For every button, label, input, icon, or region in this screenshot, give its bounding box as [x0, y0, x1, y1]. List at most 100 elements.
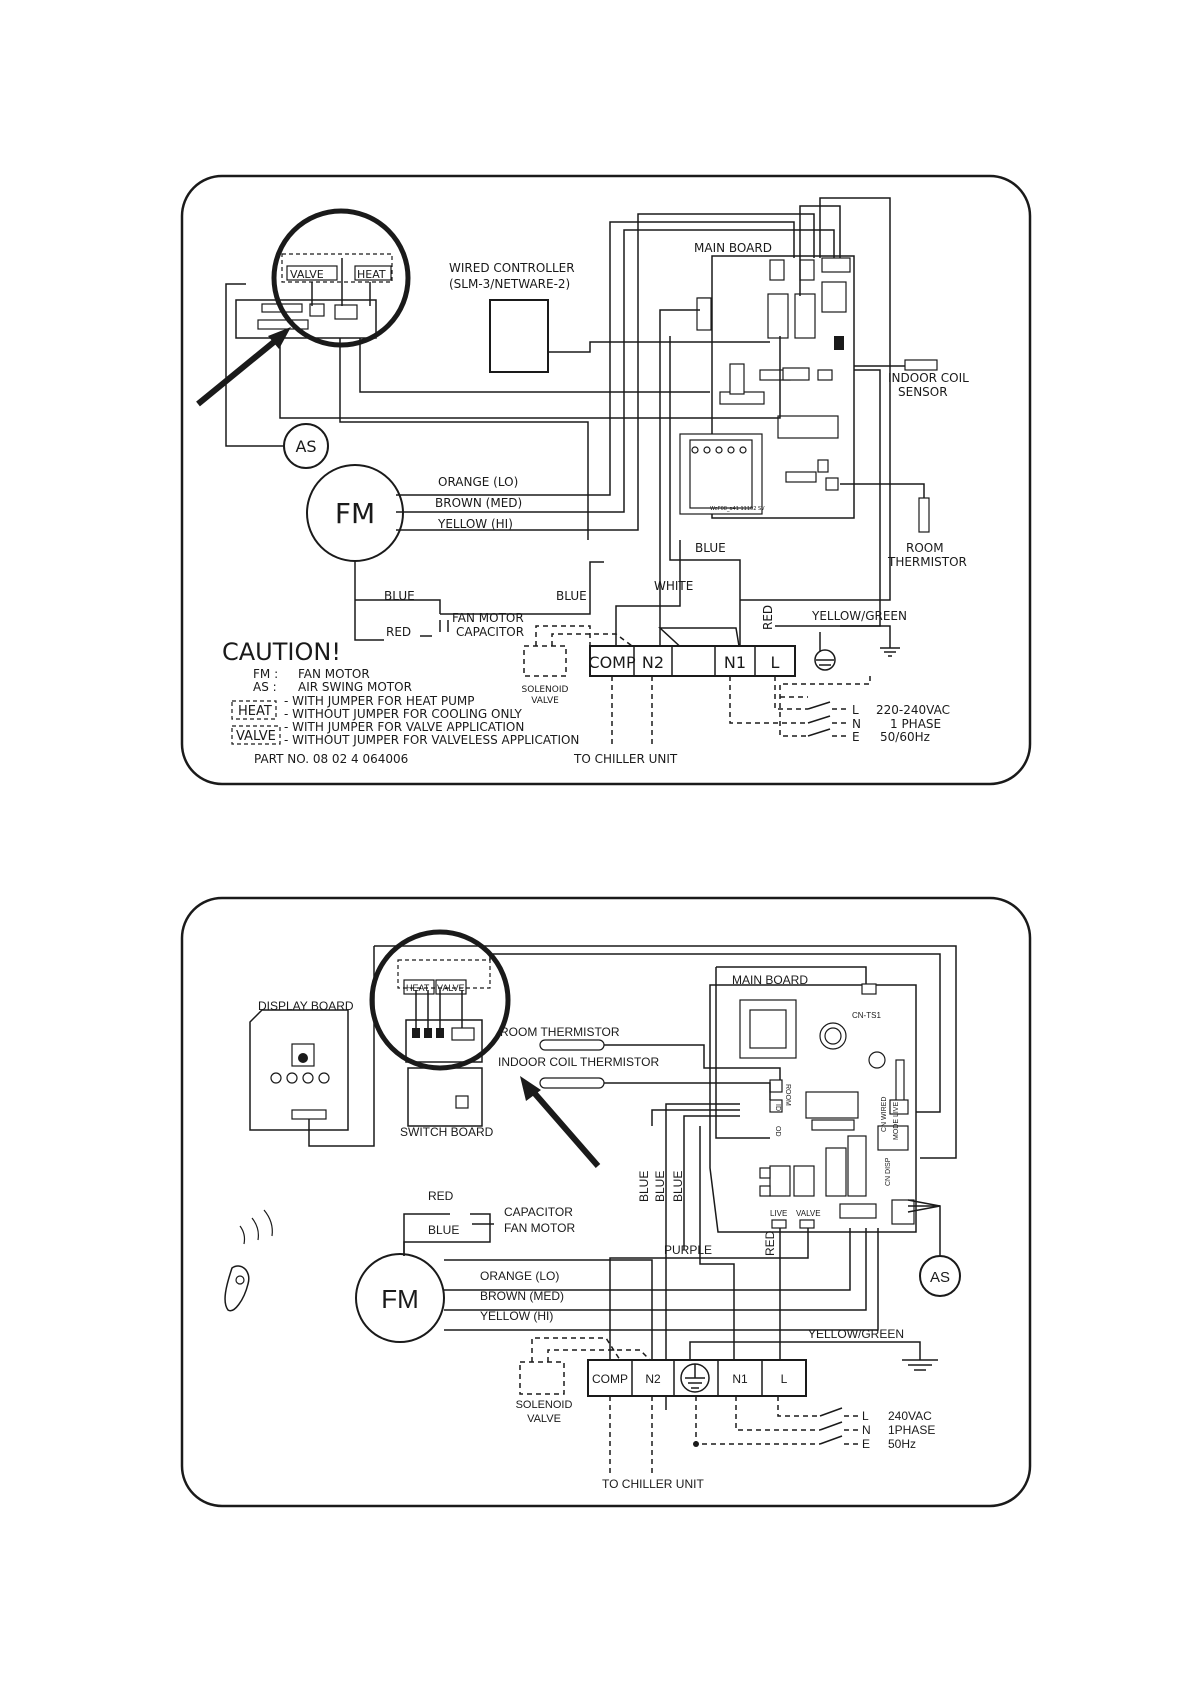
valve-jumper-label-2: VALVE: [437, 983, 465, 993]
display-board-label: DISPLAY BOARD: [258, 999, 354, 1013]
fm-label-1: FM: [335, 497, 375, 530]
indoor-coil-sensor-label: INDOOR COIL: [888, 371, 969, 385]
terminal-comp-2: COMP: [592, 1372, 628, 1386]
wire-red-1: RED: [386, 625, 411, 639]
room-thermistor-label-2: ROOM THERMISTOR: [500, 1025, 620, 1039]
board-live-label: LIVE: [770, 1209, 787, 1218]
caution-heading: CAUTION!: [222, 638, 341, 666]
to-chiller-label-2: TO CHILLER UNIT: [602, 1477, 704, 1491]
power-e-2: E: [862, 1437, 870, 1451]
wired-controller-model: (SLM-3/NETWARE-2): [449, 277, 570, 291]
diagram-1: WeF08_a41 11102 SV: [180, 174, 1032, 786]
power-e-1: E: [852, 730, 860, 744]
wire-yellow-2: YELLOW (HI): [480, 1309, 553, 1323]
terminal-n2-2: N2: [645, 1372, 661, 1386]
diagram-2-frame: [180, 896, 1032, 1508]
valve-jumper-label-box: [286, 265, 338, 281]
wire-white-1: WHITE: [654, 579, 693, 593]
terminal-l-2: L: [781, 1372, 788, 1386]
terminal-strip-2: [587, 1359, 807, 1397]
to-chiller-label-1: TO CHILLER UNIT: [573, 752, 678, 766]
terminal-comp-1: COMP: [588, 653, 636, 672]
highlight-circle-1: [271, 208, 411, 348]
wire-brown-2: BROWN (MED): [480, 1289, 564, 1303]
board-id-label: ID: [774, 1104, 781, 1111]
power-l-2: L: [862, 1409, 869, 1423]
capacitor-label-1b: CAPACITOR: [456, 625, 524, 639]
arrow-2: [527, 1086, 601, 1168]
power-voltage-2: 240VAC: [888, 1409, 932, 1423]
terminal-n2-1: N2: [642, 653, 664, 672]
diagram-1-frame: [180, 174, 1032, 786]
fm-label-2: FM: [381, 1284, 419, 1314]
power-hz-1: 50/60Hz: [880, 730, 930, 744]
room-thermistor-2: [539, 1039, 605, 1051]
jumper-block-1: [281, 253, 393, 283]
main-board-label-2: MAIN BOARD: [732, 973, 808, 987]
terminal-n1-1: N1: [724, 653, 746, 672]
power-voltage-1: 220-240VAC: [876, 703, 950, 717]
fm-motor-2: [355, 1253, 445, 1343]
capacitor-label-1: FAN MOTOR: [452, 611, 524, 625]
board-cn-wired-label: CN WIRED: [881, 1097, 888, 1132]
terminal-strip-1: [589, 645, 796, 677]
wire-red-v-1: RED: [761, 605, 775, 630]
board-mode-live-label: MODE LIVE: [893, 1102, 900, 1140]
wire-blue-2: BLUE: [428, 1223, 459, 1237]
jumper-note-2: - WITHOUT JUMPER FOR COOLING ONLY: [284, 707, 523, 721]
solenoid-valve-2: [519, 1361, 565, 1395]
heat-legend-label: HEAT: [238, 704, 272, 719]
wire-yellow-green-1: YELLOW/GREEN: [811, 609, 907, 623]
diagram-2: MAIN BOARD CN-TS1 DISPLAY BOARD SWITCH B…: [180, 896, 1032, 1508]
power-n-2: N: [862, 1423, 871, 1437]
wire-blue-1c: BLUE: [695, 541, 726, 555]
wire-red-2: RED: [428, 1189, 454, 1203]
board-valve-label: VALVE: [796, 1209, 821, 1218]
valve-legend-box: [231, 725, 281, 745]
jumper-block-2: [397, 959, 491, 989]
power-phase-2: 1PHASE: [888, 1423, 935, 1437]
switch-board-connector: [405, 1019, 483, 1063]
heat-jumper-label-box: [354, 265, 392, 281]
arrow-1: [196, 334, 282, 407]
wire-blue-1a: BLUE: [384, 589, 415, 603]
wire-red-v-2: RED: [763, 1230, 777, 1256]
solenoid-label-2: SOLENOID: [516, 1399, 573, 1411]
room-thermistor-label: ROOM: [906, 541, 944, 555]
heat-jumper-label: HEAT: [357, 268, 386, 281]
indoor-coil-thermistor: [539, 1077, 605, 1089]
highlight-circle-2: [369, 929, 511, 1071]
cn-ts1-label: CN-TS1: [852, 1011, 881, 1020]
wire-blue-v2: BLUE: [653, 1171, 667, 1202]
solenoid-label-1: SOLENOID: [522, 685, 569, 695]
wire-blue-v3: BLUE: [671, 1171, 685, 1202]
board-room-label: ROOM: [784, 1084, 791, 1106]
indoor-coil-thermistor-label: INDOOR COIL THERMISTOR: [498, 1055, 659, 1069]
as-label-2: AS: [930, 1269, 950, 1286]
jumper-note-4: - WITHOUT JUMPER FOR VALVELESS APPLICATI…: [284, 733, 579, 747]
solenoid-valve-1: [523, 645, 567, 677]
wire-yellow-1: YELLOW (HI): [437, 517, 513, 531]
part-number: PART NO. 08 02 4 064006: [254, 752, 408, 766]
power-l-1: L: [852, 703, 859, 717]
power-n-1: N: [852, 717, 861, 731]
valve-legend-label: VALVE: [236, 729, 276, 744]
wire-brown-1: BROWN (MED): [435, 496, 522, 510]
valve-jumper-label: VALVE: [290, 268, 324, 281]
wire-purple-2: PURPLE: [664, 1243, 712, 1257]
legend-as-key: AS :: [253, 680, 277, 694]
heat-jumper-box-2: [403, 979, 435, 995]
room-thermistor-1: [918, 497, 930, 533]
wire-orange-1: ORANGE (LO): [438, 475, 518, 489]
solenoid-label-2b: VALVE: [527, 1413, 561, 1425]
svg-text:WeF08_a41 11102 SV: WeF08_a41 11102 SV: [710, 506, 765, 512]
board-od-label: OD: [774, 1126, 781, 1137]
valve-jumper-box-2: [435, 979, 467, 995]
heat-jumper-label-2: HEAT: [406, 983, 430, 993]
ground-symbol-1: [814, 649, 836, 671]
terminal-l-1: L: [771, 653, 780, 672]
legend-fm-text: FAN MOTOR: [298, 667, 370, 681]
indoor-coil-sensor: [904, 359, 938, 371]
wire-blue-v1: BLUE: [637, 1171, 651, 1202]
